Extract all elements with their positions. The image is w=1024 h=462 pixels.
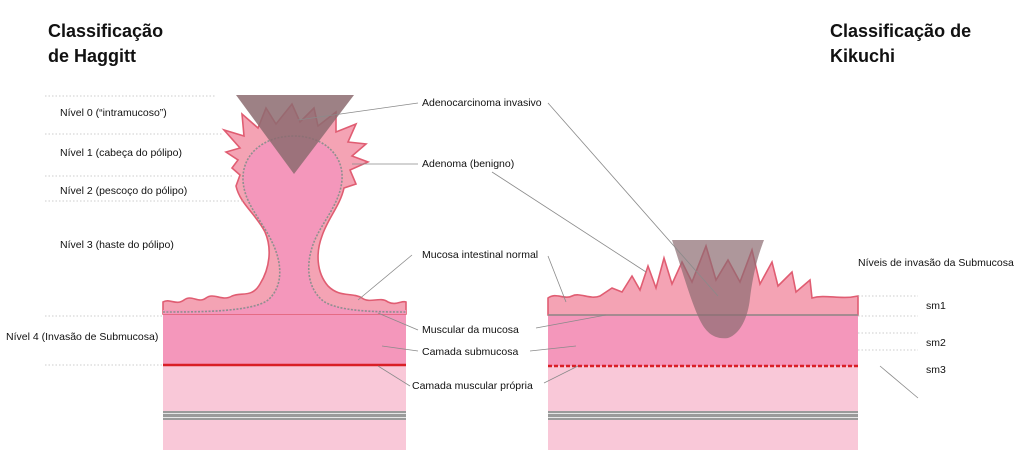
muscular-mucosa-leader-right [535, 314, 607, 329]
haggitt-muscular-mucosa-line [162, 135, 407, 313]
submucosa-label: Camada submucosa [422, 346, 518, 358]
kikuchi-sm-bracket-line [879, 365, 919, 399]
haggitt-level-2-label: Nível 2 (pescoço do pólipo) [60, 185, 187, 197]
haggitt-title-line-2: de Haggitt [48, 46, 136, 66]
haggitt-level-4-label: Nível 4 (Invasão de Submucosa) [6, 331, 158, 343]
haggitt-title-line-1: Classificação [48, 21, 163, 41]
adenoma-leader-right [491, 171, 647, 273]
kikuchi-sm1-label: sm1 [926, 300, 946, 312]
mucosa-leader-left [357, 254, 413, 301]
submucosa-leader-left [381, 345, 419, 352]
haggitt-diagram: Nível 0 (“intramucoso”) Nível 1 (cabeça … [6, 95, 407, 450]
kikuchi-sm2-label: sm2 [926, 337, 946, 349]
haggitt-muscular-propria-layer [163, 365, 406, 450]
haggitt-submucosa-layer [163, 314, 406, 365]
kikuchi-title-line-1: Classificação de [830, 21, 971, 41]
haggitt-polyp-core [163, 136, 406, 314]
kikuchi-muscle-band [548, 411, 858, 420]
haggitt-muscle-band [163, 411, 406, 420]
kikuchi-title-line-2: Kikuchi [830, 46, 895, 66]
haggitt-tumor [236, 95, 354, 174]
kikuchi-submucosa-label: Níveis de invasão da Submucosa [858, 257, 1014, 269]
kikuchi-sm3-label: sm3 [926, 364, 946, 376]
structure-labels: Adenocarcinoma invasivo Adenoma (benigno… [297, 97, 719, 392]
muscular-propria-label: Camada muscular própria [412, 380, 533, 392]
adenocarcinoma-label: Adenocarcinoma invasivo [422, 97, 542, 109]
kikuchi-tumor [672, 240, 764, 339]
kikuchi-diagram: Níveis de invasão da Submucosa sm1 sm2 s… [547, 240, 1014, 450]
adenoma-label: Adenoma (benigno) [422, 158, 514, 170]
muscular-mucosa-leader-left [377, 312, 419, 331]
muscular-propria-leader-left [377, 365, 411, 387]
mucosa-label: Mucosa intestinal normal [422, 249, 538, 261]
adenocarcinoma-leader-right [547, 102, 719, 297]
kikuchi-muscular-propria-layer [548, 366, 858, 450]
submucosa-leader-right [529, 345, 577, 352]
haggitt-level-1-label: Nível 1 (cabeça do pólipo) [60, 147, 182, 159]
muscular-propria-leader-right [543, 365, 579, 384]
muscular-mucosa-label: Muscular da mucosa [422, 324, 519, 336]
adenocarcinoma-leader-left [297, 102, 419, 121]
mucosa-leader-right [547, 255, 567, 303]
haggitt-level-3-label: Nível 3 (haste do pólipo) [60, 239, 174, 251]
haggitt-level-0-label: Nível 0 (“intramucoso”) [60, 107, 167, 119]
